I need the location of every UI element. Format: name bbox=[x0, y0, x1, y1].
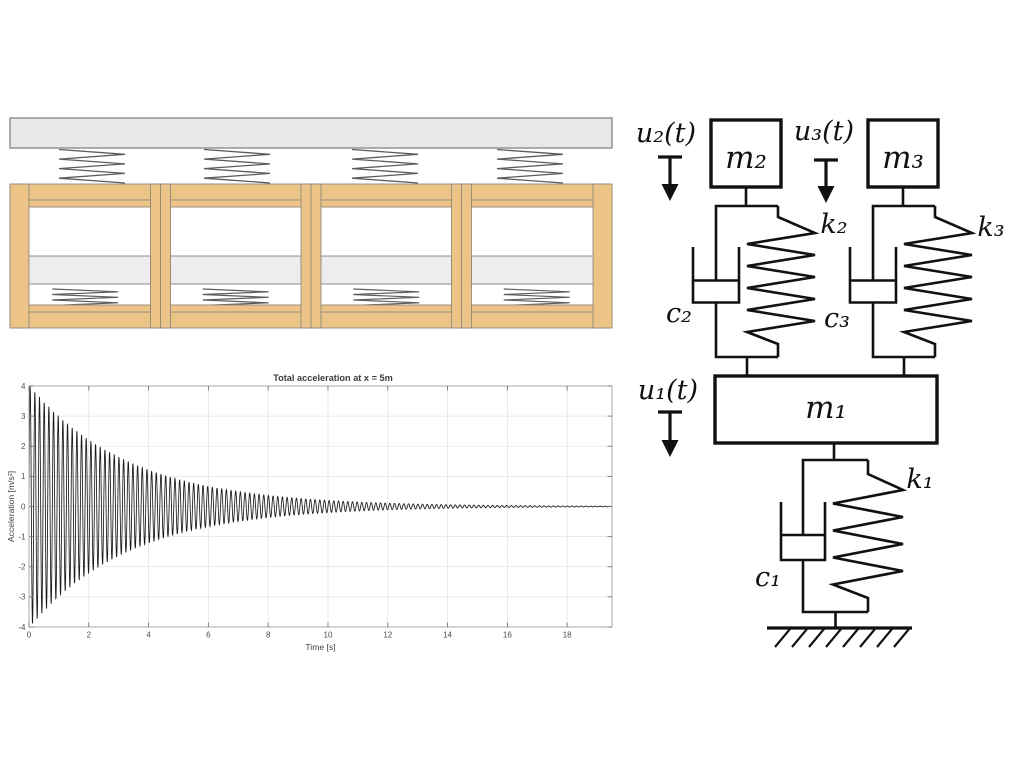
mass-m1-box bbox=[713, 374, 939, 445]
module-rail-top bbox=[19, 199, 151, 208]
label-u2: u₂(t) bbox=[636, 118, 696, 149]
module-inner-spring bbox=[353, 288, 420, 307]
module-frame-bottom bbox=[461, 311, 613, 329]
ceiling-beam bbox=[9, 117, 613, 149]
x-tick-label: 2 bbox=[87, 631, 92, 640]
x-tick-label: 14 bbox=[443, 631, 452, 640]
module-slab bbox=[170, 255, 302, 285]
isolator-spring bbox=[58, 148, 126, 184]
y-tick-label: 1 bbox=[21, 472, 26, 481]
outer-post-left bbox=[9, 183, 30, 329]
x-tick-label: 0 bbox=[27, 631, 32, 640]
label-u3: u₃(t) bbox=[794, 116, 854, 147]
arrow-u2-shaft bbox=[658, 155, 682, 185]
module-frame-right bbox=[300, 183, 312, 329]
plot-xlabel: Time [s] bbox=[305, 642, 335, 652]
floor-module-schematic bbox=[9, 117, 613, 329]
module-slab bbox=[320, 255, 452, 285]
module-frame-right bbox=[150, 183, 161, 329]
module-rail-top bbox=[320, 199, 452, 208]
label-k1: k₁ bbox=[906, 464, 933, 495]
module-rail-bottom bbox=[320, 304, 452, 313]
module-frame-left bbox=[461, 183, 472, 329]
x-tick-label: 6 bbox=[206, 631, 211, 640]
module-slab bbox=[471, 255, 603, 285]
module-slab bbox=[19, 255, 151, 285]
arrow-u3-head bbox=[817, 186, 835, 203]
module-frame-left bbox=[160, 183, 171, 329]
module-frame-top bbox=[310, 183, 462, 201]
mass-m2-box bbox=[709, 118, 783, 189]
module-rail-bottom bbox=[170, 304, 302, 313]
branch-m2-damper-c2-spring-k2 bbox=[691, 187, 820, 376]
isolator-spring bbox=[496, 148, 564, 184]
plot-title: Total acceleration at x = 5m bbox=[273, 373, 393, 383]
mass-spring-damper-diagram: u₂(t) u₃(t) u₁(t) m₂ m₃ m₁ k₂ c₂ k₃ c₃ k… bbox=[636, 116, 1005, 648]
module-frame-top bbox=[461, 183, 613, 201]
label-m2: m₂ bbox=[725, 140, 767, 176]
mass-m3-box bbox=[866, 118, 940, 189]
y-tick-label: 0 bbox=[21, 502, 26, 511]
label-c3: c₃ bbox=[824, 303, 850, 334]
module-frame-left bbox=[310, 183, 322, 329]
module-inner-spring bbox=[202, 288, 269, 307]
label-c1: c₁ bbox=[755, 562, 781, 593]
y-tick-label: 2 bbox=[21, 442, 26, 451]
module-frame-right bbox=[451, 183, 462, 329]
outer-post-right bbox=[592, 183, 613, 329]
x-tick-label: 8 bbox=[266, 631, 271, 640]
module-rail-top bbox=[471, 199, 603, 208]
label-u1: u₁(t) bbox=[638, 375, 698, 406]
module-rail-bottom bbox=[19, 304, 151, 313]
y-tick-label: 3 bbox=[21, 412, 26, 421]
x-tick-label: 16 bbox=[503, 631, 512, 640]
arrow-u3-shaft bbox=[814, 158, 838, 187]
x-tick-label: 4 bbox=[146, 631, 151, 640]
y-tick-label: -1 bbox=[18, 532, 26, 541]
module-inner-spring bbox=[52, 288, 119, 307]
module-frame-bottom bbox=[310, 311, 462, 329]
label-k3: k₃ bbox=[977, 212, 1004, 243]
arrow-u1-shaft bbox=[658, 410, 682, 441]
isolator-spring bbox=[203, 148, 271, 184]
isolator-spring bbox=[351, 148, 419, 184]
module-frame-bottom bbox=[9, 311, 161, 329]
arrow-u1-head bbox=[661, 440, 679, 457]
module-frame-bottom bbox=[160, 311, 312, 329]
ground-hatching bbox=[774, 628, 910, 648]
label-m3: m₃ bbox=[882, 140, 924, 176]
x-tick-label: 10 bbox=[324, 631, 333, 640]
module-rail-bottom bbox=[471, 304, 603, 313]
label-k2: k₂ bbox=[820, 209, 847, 240]
x-tick-label: 18 bbox=[563, 631, 572, 640]
arrow-u2-head bbox=[661, 184, 679, 201]
branch-m3-damper-c3-spring-k3 bbox=[848, 187, 977, 376]
module-rail-top bbox=[170, 199, 302, 208]
module-frame-top bbox=[9, 183, 161, 201]
y-tick-label: 4 bbox=[21, 382, 26, 391]
label-c2: c₂ bbox=[666, 298, 692, 329]
signal-trace bbox=[28, 386, 612, 624]
module-frame-top bbox=[160, 183, 312, 201]
branch-base-damper-c1-spring-k1 bbox=[779, 443, 908, 628]
x-tick-label: 12 bbox=[383, 631, 392, 640]
label-m1: m₁ bbox=[805, 390, 847, 426]
plot-ylabel: Acceleration [m/s²] bbox=[6, 471, 16, 542]
y-tick-label: -2 bbox=[18, 563, 26, 572]
y-tick-label: -3 bbox=[18, 593, 26, 602]
y-tick-label: -4 bbox=[18, 623, 26, 632]
module-inner-spring bbox=[503, 288, 570, 307]
